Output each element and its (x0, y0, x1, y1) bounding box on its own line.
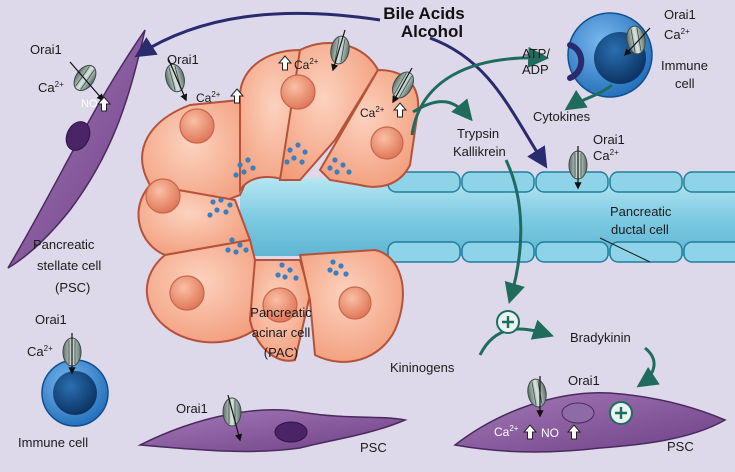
ductal-cell-label-line1: Pancreatic (610, 204, 672, 219)
psc-label-bottom-center: PSC (360, 440, 387, 455)
pancreatic-duct (240, 171, 735, 263)
pac-label-line1: Pancreatic (250, 305, 312, 320)
orai1-label-duct: Orai1 (593, 132, 625, 147)
orai1-label-immune-bottom: Orai1 (35, 312, 67, 327)
atp-label-line1: ATP/ (522, 46, 550, 61)
psc-label-bottom-right: PSC (667, 439, 694, 454)
no-label-left-psc: NO (81, 98, 98, 110)
alcohol-label: Alcohol (401, 22, 463, 41)
pac-label-line2: acinar cell (252, 325, 311, 340)
bile-acids-arrows (134, 11, 548, 169)
orai1-label-acinar: Orai1 (167, 52, 199, 67)
ca-label-duct: Ca2+ (593, 148, 619, 163)
calcium-influx-arrows (68, 27, 651, 442)
no-label-psc-right: NO (541, 426, 559, 440)
orai1-label-left-psc: Orai1 (30, 42, 62, 57)
orai1-label-psc-center: Orai1 (176, 401, 208, 416)
immune-cell-bottom (41, 359, 109, 427)
zymogen-granules (207, 142, 352, 281)
ca-label-psc-right: Ca2+ (494, 424, 519, 439)
ca-label-acinar-2: Ca2+ (294, 57, 319, 72)
atp-receptor-icon (567, 42, 585, 81)
stellate-cell-left (7, 29, 146, 269)
trypsin-label: Trypsin (457, 126, 499, 141)
atp-label-line2: ADP (522, 62, 549, 77)
cytokines-label: Cytokines (533, 109, 591, 124)
stellate-cell-bottom-right (453, 391, 727, 453)
immune-cell-bottom-label: Immune cell (18, 435, 88, 450)
immune-cell-label-line2: cell (675, 76, 695, 91)
ca-label-immune-top: Ca2+ (664, 27, 690, 42)
stellate-cell-bottom-center (137, 409, 408, 453)
ca-label-acinar-1: Ca2+ (196, 90, 221, 105)
psc-label-line1: Pancreatic (33, 237, 95, 252)
kininogens-label: Kininogens (390, 360, 455, 375)
acinar-cell-6 (145, 238, 267, 344)
ca-label-acinar-3: Ca2+ (360, 105, 385, 120)
signaling-arrows (410, 46, 660, 388)
ductal-cell-label-line2: ductal cell (611, 222, 669, 237)
ca-label-immune-bottom: Ca2+ (27, 344, 53, 359)
psc-label-line2: stellate cell (37, 258, 101, 273)
orai1-label-psc-right: Orai1 (568, 373, 600, 388)
psc-label-line3: (PSC) (55, 280, 90, 295)
acinar-nuclei (145, 74, 404, 323)
plus-circle-icon (496, 310, 633, 425)
immune-cell-label-line1: Immune (661, 58, 708, 73)
orai1-label-immune-top: Orai1 (664, 7, 696, 22)
immune-cell-top (567, 12, 653, 98)
pac-label-line3: (PAC) (264, 345, 298, 360)
bradykinin-label: Bradykinin (570, 330, 631, 345)
bile-acids-label: Bile Acids (383, 4, 465, 23)
kallikrein-label: Kallikrein (453, 144, 506, 159)
ca-label-left-psc: Ca2+ (38, 80, 64, 95)
